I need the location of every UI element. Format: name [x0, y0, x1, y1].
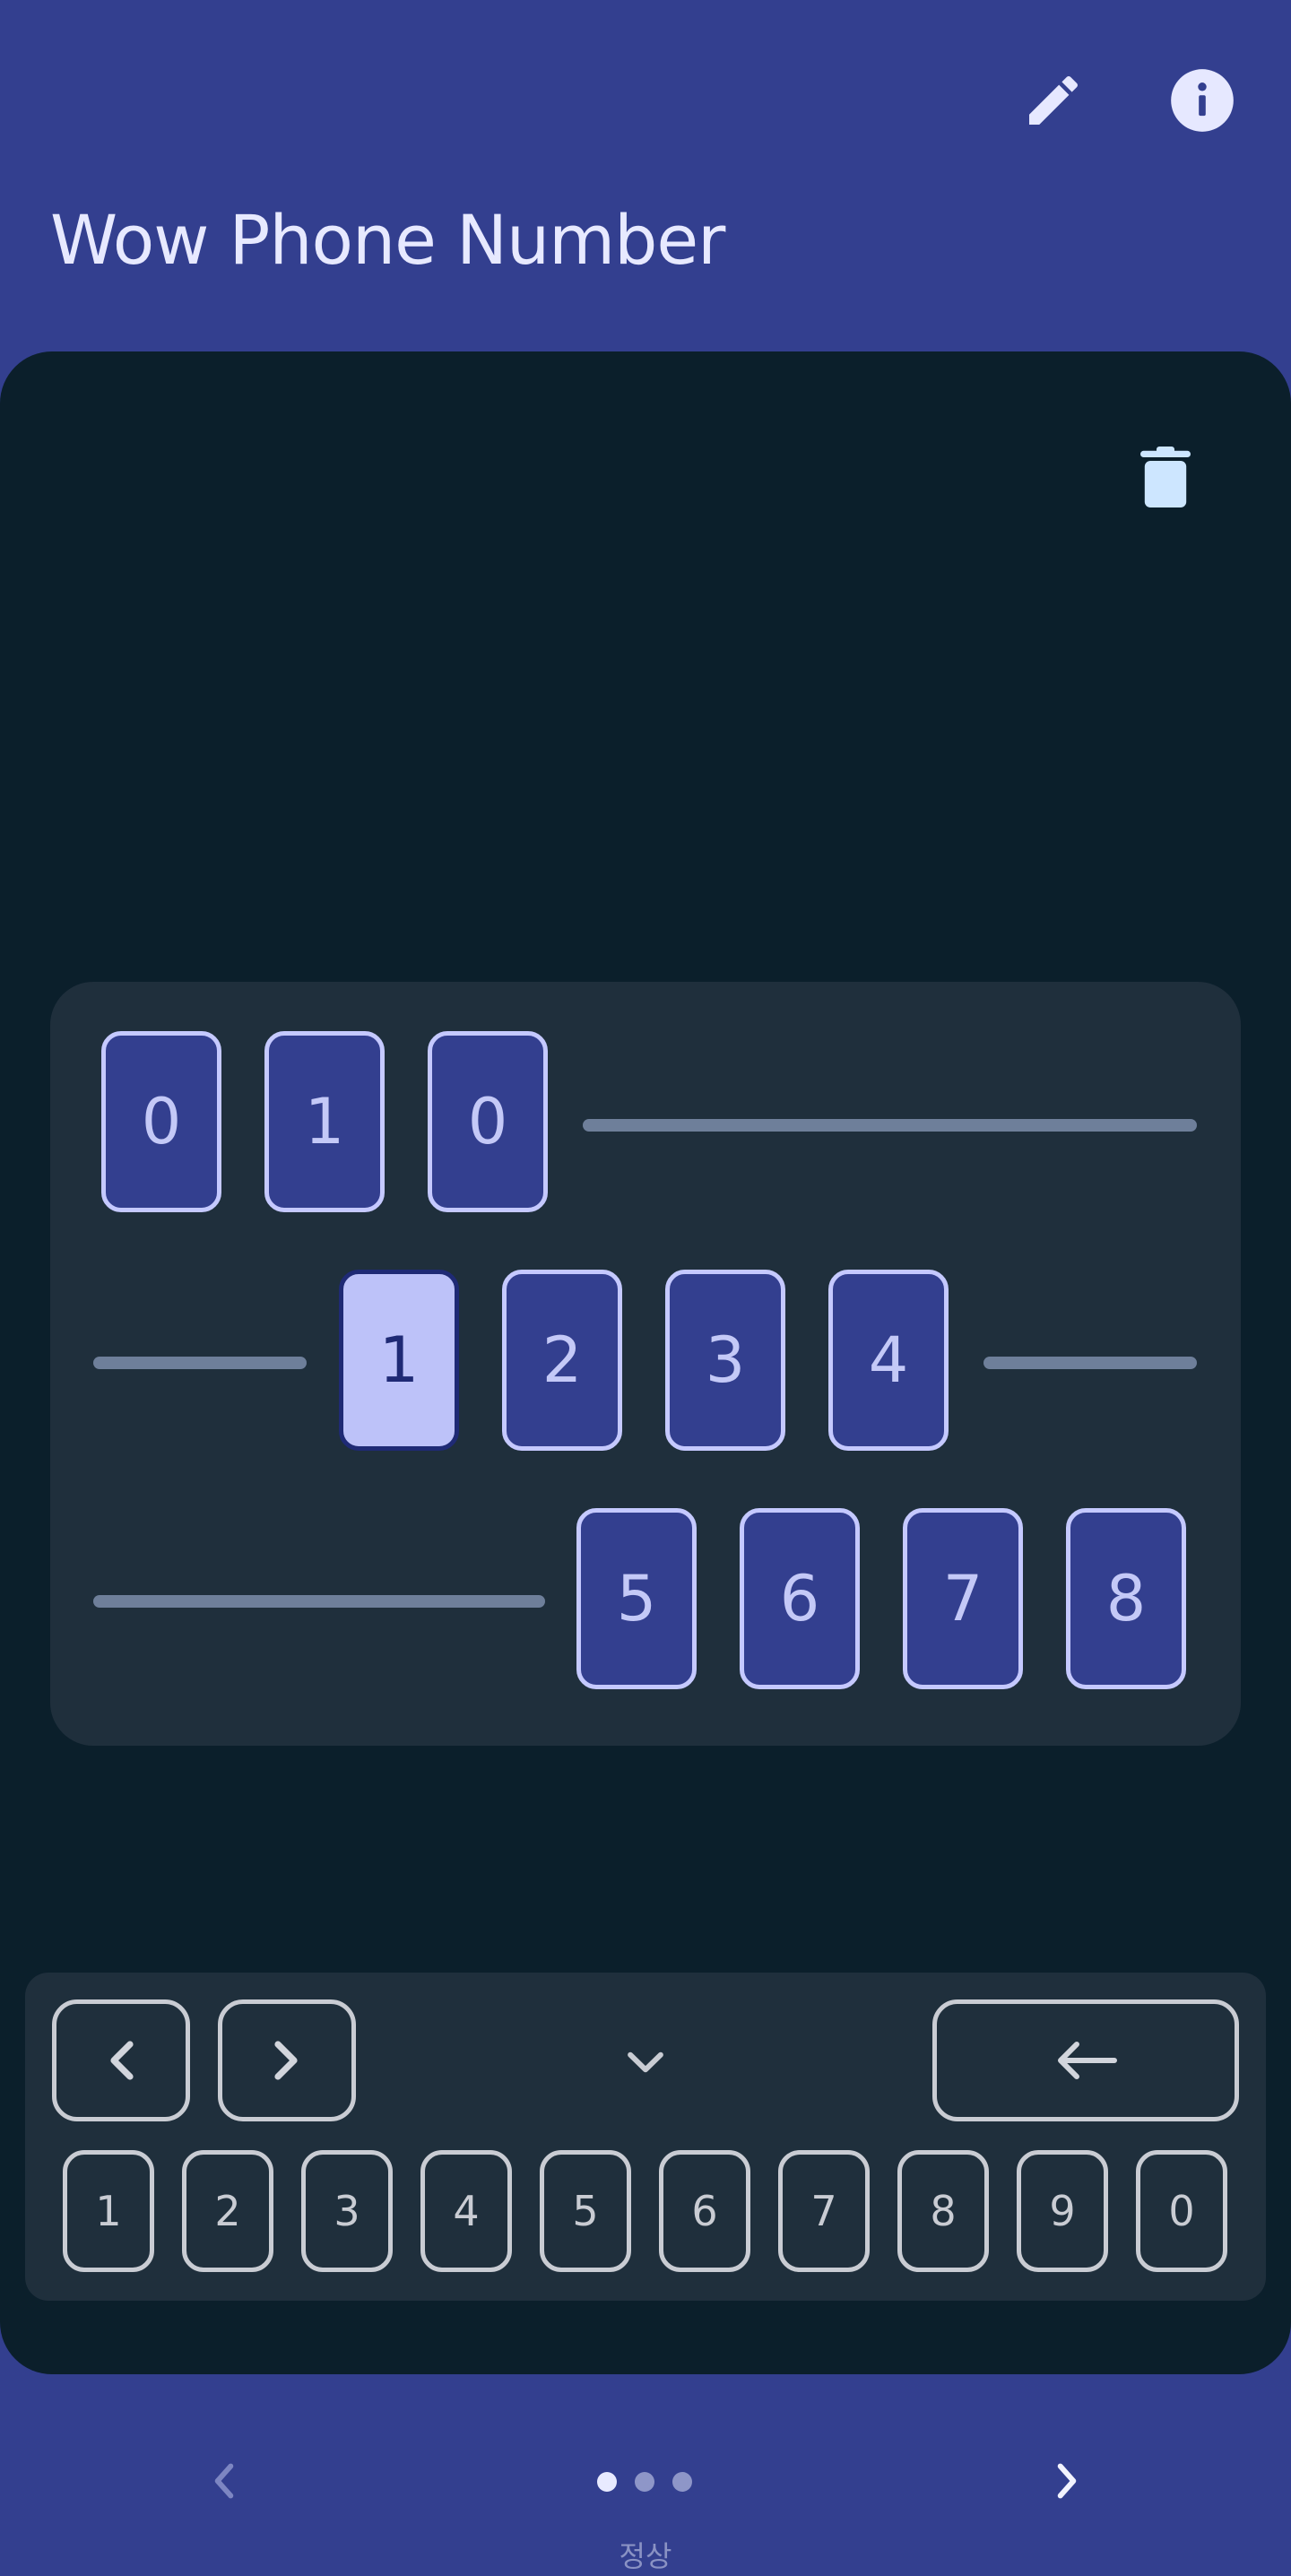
digit-slot[interactable]: 6	[740, 1508, 860, 1689]
delete-button[interactable]	[1130, 441, 1201, 513]
page-indicator	[672, 2472, 692, 2492]
cursor-left-button[interactable]	[52, 1999, 190, 2121]
mode-label: 정상	[619, 2539, 672, 2573]
page-indicator-active	[597, 2472, 617, 2492]
key-4[interactable]: 4	[420, 2150, 512, 2272]
empty-slot-line	[983, 1357, 1197, 1369]
chevron-down-icon	[628, 2051, 663, 2073]
key-9[interactable]: 9	[1017, 2150, 1108, 2272]
chevron-right-icon	[1057, 2463, 1077, 2499]
page-indicator	[635, 2472, 654, 2492]
key-6[interactable]: 6	[659, 2150, 750, 2272]
empty-slot-line	[93, 1595, 545, 1608]
cursor-right-button[interactable]	[218, 1999, 356, 2121]
key-8[interactable]: 8	[897, 2150, 989, 2272]
prev-page-button[interactable]	[188, 2445, 260, 2517]
key-2[interactable]: 2	[182, 2150, 273, 2272]
key-5[interactable]: 5	[540, 2150, 631, 2272]
digit-slot[interactable]: 0	[428, 1031, 548, 1212]
digit-slot[interactable]: 8	[1066, 1508, 1186, 1689]
chevron-right-icon	[274, 2041, 298, 2080]
pencil-icon	[1029, 75, 1079, 125]
number-keyboard	[25, 1973, 1266, 2301]
digit-slot[interactable]: 7	[903, 1508, 1023, 1689]
next-page-button[interactable]	[1031, 2445, 1103, 2517]
backspace-button[interactable]	[932, 1999, 1239, 2121]
chevron-left-icon	[110, 2041, 134, 2080]
page-title: Wow Phone Number	[50, 200, 725, 280]
key-0[interactable]: 0	[1136, 2150, 1227, 2272]
digit-slot[interactable]: 3	[665, 1270, 785, 1451]
info-icon	[1171, 69, 1234, 132]
digit-slot[interactable]: 5	[576, 1508, 697, 1689]
arrow-left-icon	[1058, 2042, 1117, 2079]
edit-button[interactable]	[1018, 65, 1089, 136]
key-1[interactable]: 1	[63, 2150, 154, 2272]
digit-slot[interactable]: 2	[502, 1270, 622, 1451]
digit-slot[interactable]: 0	[101, 1031, 221, 1212]
empty-slot-line	[93, 1357, 307, 1369]
key-7[interactable]: 7	[778, 2150, 870, 2272]
chevron-left-icon	[214, 2463, 234, 2499]
digit-slot[interactable]: 1	[264, 1031, 385, 1212]
empty-slot-line	[583, 1119, 1197, 1132]
collapse-keyboard-button[interactable]	[610, 2026, 681, 2098]
digit-slot-active[interactable]: 1	[339, 1270, 459, 1451]
trash-icon	[1140, 447, 1191, 507]
digit-slot[interactable]: 4	[828, 1270, 949, 1451]
key-3[interactable]: 3	[301, 2150, 393, 2272]
info-button[interactable]	[1166, 65, 1238, 136]
